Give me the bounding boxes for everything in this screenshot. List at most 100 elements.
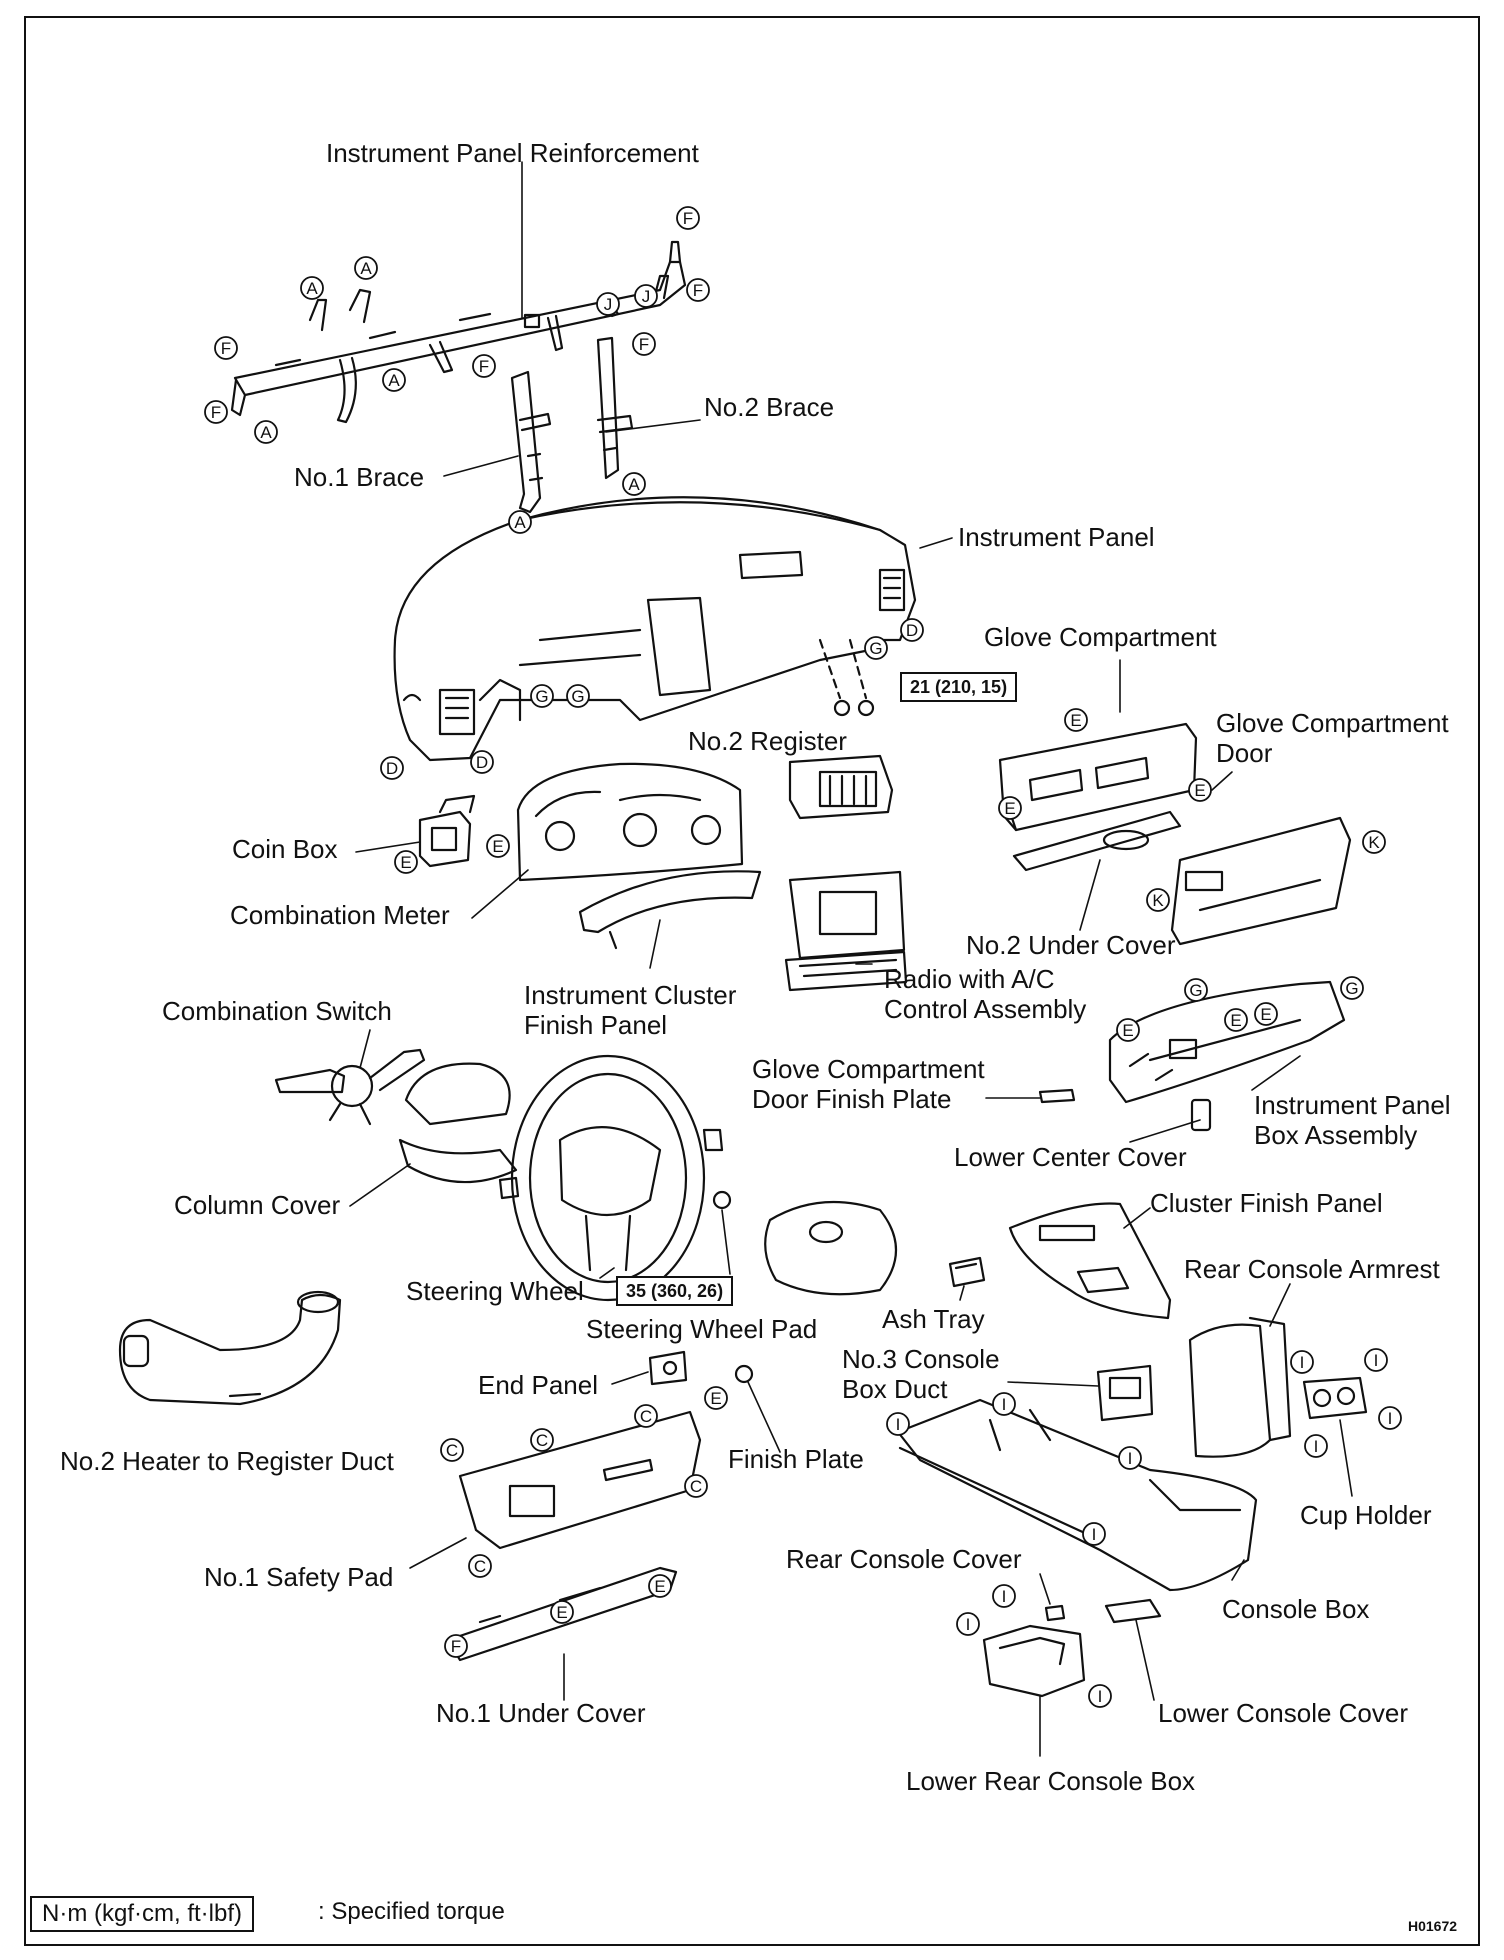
steering-wheel-pad-part <box>764 1200 898 1296</box>
no2-brace-part <box>596 336 634 480</box>
svg-text:G: G <box>571 687 584 706</box>
clip-marker-d: D <box>380 756 404 780</box>
svg-text:I: I <box>1388 1409 1393 1428</box>
label-no2-under-cover: No.2 Under Cover <box>966 930 1176 960</box>
label-no3-console-duct: No.3 Console Box Duct <box>842 1344 1000 1404</box>
no1-brace-part <box>510 370 552 514</box>
clip-marker-e: E <box>1064 708 1088 732</box>
wheel-trim-pieces <box>498 1128 732 1210</box>
svg-text:I: I <box>1374 1351 1379 1370</box>
torque-box-instrument-panel: 21 (210, 15) <box>900 672 1018 702</box>
label-column-cover: Column Cover <box>174 1190 341 1220</box>
svg-text:A: A <box>388 371 400 390</box>
steering-wheel-part <box>510 1054 706 1302</box>
clip-marker-a: A <box>354 256 378 280</box>
clip-marker-c: C <box>634 1404 658 1428</box>
radio-part <box>784 870 908 992</box>
label-radio: Radio with A/C Control Assembly <box>884 964 1087 1024</box>
clip-marker-i: I <box>992 1584 1016 1608</box>
svg-text:F: F <box>211 403 221 422</box>
svg-text:I: I <box>896 1415 901 1434</box>
lower-center-cover-part <box>1190 1098 1212 1132</box>
svg-text:A: A <box>306 279 318 298</box>
panel-bolts <box>818 638 875 717</box>
clip-marker-a: A <box>254 420 278 444</box>
glove-door-finish-plate-part <box>1038 1088 1076 1104</box>
reinforcement-part <box>230 240 687 424</box>
figure-code: H01672 <box>1408 1918 1458 1934</box>
svg-text:C: C <box>690 1477 702 1496</box>
clip-marker-f: F <box>204 400 228 424</box>
clip-marker-c: C <box>440 1438 464 1462</box>
clip-marker-f: F <box>632 332 656 356</box>
label-console-box: Console Box <box>1222 1594 1370 1624</box>
clip-marker-a: A <box>622 472 646 496</box>
svg-text:E: E <box>556 1603 567 1622</box>
clip-marker-e: E <box>486 834 510 858</box>
clip-marker-f: F <box>214 336 238 360</box>
finish-plate-part <box>734 1364 754 1384</box>
label-no2-brace: No.2 Brace <box>704 392 835 422</box>
clip-marker-e: E <box>394 850 418 874</box>
clip-marker-i: I <box>1378 1406 1402 1430</box>
label-lower-center-cover: Lower Center Cover <box>954 1142 1187 1172</box>
clip-marker-j: J <box>596 292 620 316</box>
clip-marker-e: E <box>1116 1018 1140 1042</box>
svg-text:D: D <box>386 759 398 778</box>
label-finish-plate: Finish Plate <box>728 1444 864 1474</box>
cluster-finish-panel-part <box>578 870 762 950</box>
no2-under-cover-part <box>1012 810 1182 872</box>
clip-marker-i: I <box>956 1612 980 1636</box>
torque-legend-unit: N·m (kgf·cm, ft·lbf) <box>30 1896 254 1932</box>
clip-marker-i: I <box>1118 1446 1142 1470</box>
clip-marker-e: E <box>704 1386 728 1410</box>
rear-console-armrest-part <box>1188 1316 1292 1458</box>
no3-console-duct-part <box>1096 1364 1154 1422</box>
svg-text:I: I <box>1092 1525 1097 1544</box>
column-cover-part <box>398 1062 518 1184</box>
clip-marker-f: F <box>444 1634 468 1658</box>
svg-text:C: C <box>446 1441 458 1460</box>
no1-safety-pad-part <box>458 1410 702 1550</box>
label-no1-under-cover: No.1 Under Cover <box>436 1698 646 1728</box>
clip-marker-c: C <box>530 1428 554 1452</box>
clip-marker-i: I <box>1082 1522 1106 1546</box>
clip-marker-i: I <box>992 1392 1016 1416</box>
svg-text:C: C <box>640 1407 652 1426</box>
svg-text:E: E <box>492 837 503 856</box>
label-steering-wheel: Steering Wheel <box>406 1276 584 1306</box>
clip-marker-k: K <box>1362 830 1386 854</box>
clip-marker-d: D <box>470 750 494 774</box>
svg-text:J: J <box>642 287 651 306</box>
svg-text:G: G <box>1189 981 1202 1000</box>
svg-text:F: F <box>451 1637 461 1656</box>
label-instrument-panel-box: Instrument Panel Box Assembly <box>1254 1090 1451 1150</box>
clip-marker-e: E <box>998 796 1022 820</box>
clip-marker-d: D <box>900 618 924 642</box>
svg-text:C: C <box>536 1431 548 1450</box>
clip-marker-c: C <box>684 1474 708 1498</box>
clip-marker-i: I <box>1290 1350 1314 1374</box>
svg-text:I: I <box>1002 1395 1007 1414</box>
label-combination-switch: Combination Switch <box>162 996 392 1026</box>
label-glove-compartment: Glove Compartment <box>984 622 1217 652</box>
clip-marker-e: E <box>648 1574 672 1598</box>
label-glove-door: Glove Compartment Door <box>1216 708 1449 768</box>
label-no1-brace: No.1 Brace <box>294 462 425 492</box>
clip-marker-i: I <box>1304 1434 1328 1458</box>
svg-text:I: I <box>966 1615 971 1634</box>
torque-box-steering-wheel: 35 (360, 26) <box>616 1276 734 1306</box>
svg-text:F: F <box>639 335 649 354</box>
label-rear-console-cover: Rear Console Cover <box>786 1544 1022 1574</box>
rear-console-cover-part <box>1044 1604 1066 1622</box>
svg-text:A: A <box>514 513 526 532</box>
clip-marker-c: C <box>468 1554 492 1578</box>
label-instrument-panel: Instrument Panel <box>958 522 1155 552</box>
svg-text:G: G <box>1345 979 1358 998</box>
clip-marker-e: E <box>550 1600 574 1624</box>
svg-text:E: E <box>710 1389 721 1408</box>
end-panel-part <box>648 1350 688 1386</box>
label-combination-meter: Combination Meter <box>230 900 450 930</box>
clip-marker-e: E <box>1254 1002 1278 1026</box>
